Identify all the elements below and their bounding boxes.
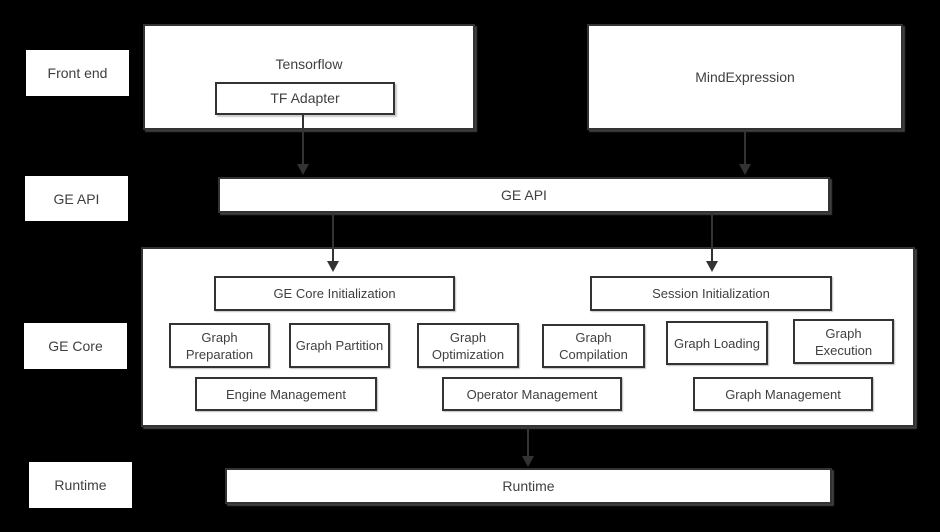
arrow-mindexpression-to-ge-api [739,131,751,175]
layer-label-runtime: Runtime [29,462,132,508]
arrow-ge-api-to-session-initialization [706,213,718,272]
graph-optimization-box: Graph Optimization [417,323,519,368]
graph-compilation-box: Graph Compilation [542,324,645,368]
layer-label-ge-core: GE Core [24,323,127,369]
tensorflow-box: Tensorflow TF Adapter [143,24,475,130]
arrow-ge-api-to-ge-core-initialization [327,213,339,272]
graph-partition-box: Graph Partition [289,323,390,368]
layer-label-ge-api: GE API [25,176,128,221]
engine-management-box: Engine Management [195,377,377,411]
graph-loading-box: Graph Loading [666,321,768,365]
session-initialization-box: Session Initialization [590,276,832,311]
ge-api-bar: GE API [218,177,830,213]
operator-management-box: Operator Management [442,377,622,411]
tensorflow-label: Tensorflow [275,56,343,72]
ge-core-box: GE Core Initialization Session Initializ… [141,247,915,427]
graph-management-box: Graph Management [693,377,873,411]
mindexpression-box: MindExpression [587,24,903,130]
arrow-ge-core-to-runtime [522,427,534,467]
tf-adapter-box: TF Adapter [215,82,395,115]
runtime-bar: Runtime [225,468,832,504]
ge-core-initialization-box: GE Core Initialization [214,276,455,311]
arrow-tf-adapter-to-ge-api [297,113,309,175]
layer-label-front-end: Front end [26,50,129,96]
graph-execution-box: Graph Execution [793,319,894,364]
graph-preparation-box: Graph Preparation [169,323,270,368]
